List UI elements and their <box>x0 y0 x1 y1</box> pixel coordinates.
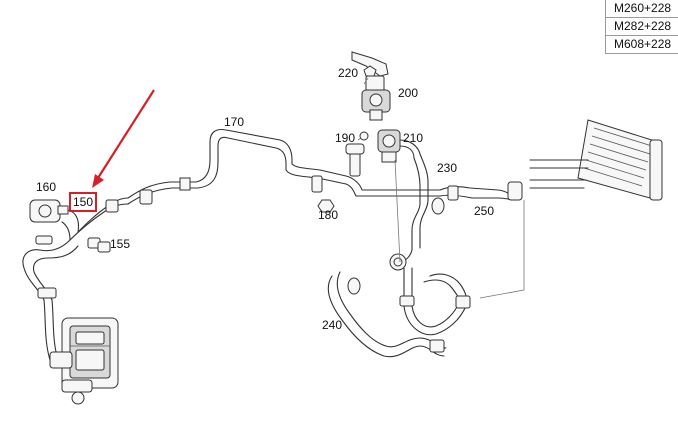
valve-200 <box>351 51 391 121</box>
callout-210[interactable]: 210 <box>403 131 424 145</box>
heat-exchanger <box>479 119 663 299</box>
callout-180[interactable]: 180 <box>318 208 339 222</box>
callout-190[interactable]: 190 <box>335 131 356 145</box>
hose-left-lower <box>22 239 79 361</box>
hose-230 <box>389 153 445 271</box>
hose-170 <box>127 128 441 205</box>
callout-160[interactable]: 160 <box>36 180 57 194</box>
callout-170[interactable]: 170 <box>224 115 245 129</box>
variant-row: M608+228 <box>606 35 678 53</box>
connector-190 <box>345 131 369 177</box>
hose-150 <box>69 197 129 241</box>
hose-240 <box>327 267 471 358</box>
nut-180 <box>311 175 335 213</box>
hose-250 <box>439 181 523 201</box>
clamp-155 <box>87 237 111 253</box>
leader-lines <box>363 77 401 263</box>
variant-row: M282+228 <box>606 17 678 35</box>
variant-row: M260+228 <box>614 1 672 15</box>
callout-155[interactable]: 155 <box>110 237 131 251</box>
highlight-arrow <box>92 89 155 188</box>
callout-240[interactable]: 240 <box>322 318 343 332</box>
valve-210 <box>377 129 421 163</box>
callout-230[interactable]: 230 <box>437 161 458 175</box>
auxiliary-heater-unit <box>49 317 119 405</box>
callout-200[interactable]: 200 <box>398 86 419 100</box>
callout-220[interactable]: 220 <box>338 66 359 80</box>
engine-variant-table: M260+228 M282+228 M608+228 <box>605 0 678 54</box>
callout-150[interactable]: 150 <box>69 192 98 212</box>
callout-250[interactable]: 250 <box>474 204 495 218</box>
